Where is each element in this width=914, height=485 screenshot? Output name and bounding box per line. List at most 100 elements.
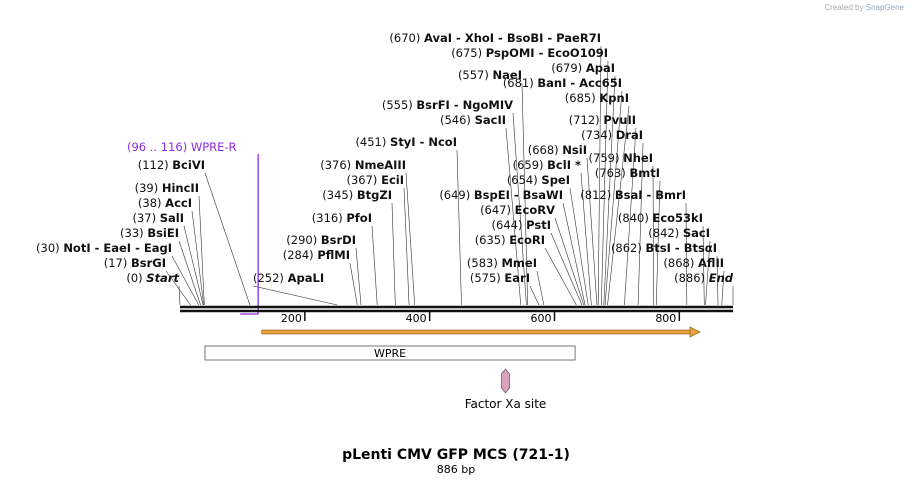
leader-pspomi-ecoo109i (601, 60, 609, 306)
enzyme-position: (649) (439, 188, 474, 202)
leader-spei (569, 187, 589, 306)
enzyme-label-styi-ncoi[interactable]: (451) StyI - NcoI (355, 135, 457, 149)
leader-sacii (505, 127, 522, 306)
enzyme-position: (840) (618, 211, 653, 225)
enzyme-position: (647) (480, 203, 515, 217)
enzyme-position: (862) (611, 241, 646, 255)
enzyme-position: (575) (470, 271, 505, 285)
enzyme-name: SacII (475, 113, 506, 127)
enzyme-name: BmtI (629, 166, 660, 180)
enzyme-position: (284) (283, 248, 318, 262)
enzyme-name: ApaI (586, 61, 615, 75)
enzyme-position: (38) (138, 196, 165, 210)
enzyme-name: NotI - EaeI - EagI (63, 241, 172, 255)
enzyme-label-nsii[interactable]: (668) NsiI (528, 143, 587, 157)
leader-drai (637, 142, 644, 306)
enzyme-label-hincii[interactable]: (39) HincII (135, 181, 199, 195)
credit-brand: SnapGene (865, 3, 904, 12)
enzyme-name: EarI (504, 271, 530, 285)
enzyme-label-bmti[interactable]: (763) BmtI (595, 166, 660, 180)
leader-sali (183, 225, 204, 306)
enzyme-label-psti[interactable]: (644) PstI (492, 218, 551, 232)
enzyme-label-naei[interactable]: (557) NaeI (458, 68, 522, 82)
enzyme-position: (345) (322, 188, 357, 202)
enzyme-position: (290) (286, 233, 321, 247)
enzyme-position: (812) (580, 188, 615, 202)
enzyme-label-start[interactable]: (0) Start (126, 271, 179, 285)
enzyme-label-nmeaiii[interactable]: (376) NmeAIII (320, 158, 406, 172)
enzyme-label-saci[interactable]: (842) SacI (648, 226, 710, 240)
enzyme-position: (635) (475, 233, 510, 247)
enzyme-label-pflmi[interactable]: (284) PflMI (283, 248, 350, 262)
enzyme-label-ecorv[interactable]: (647) EcoRV (480, 203, 555, 217)
leader-acci (191, 210, 205, 306)
enzyme-label-avai-xhoi-bsobi-paer7i[interactable]: (670) AvaI - XhoI - BsoBI - PaeR7I (389, 31, 601, 45)
ruler-tick-label: 800 (655, 312, 676, 325)
enzyme-name: BsrFI - NgoMIV (416, 98, 513, 112)
leader-styi-ncoi (456, 149, 462, 306)
enzyme-name: BciVI (172, 158, 205, 172)
enzyme-label-bsrdi[interactable]: (290) BsrDI (286, 233, 356, 247)
enzyme-label-bsai-bmri[interactable]: (812) BsaI - BmrI (580, 188, 686, 202)
enzyme-name: MmeI (501, 256, 537, 270)
enzyme-position: (376) (320, 158, 355, 172)
feature-wpre[interactable] (204, 345, 576, 361)
enzyme-label-pfoi[interactable]: (316) PfoI (312, 211, 372, 225)
ruler-tick-label: 200 (281, 312, 302, 325)
leader-aflii (721, 270, 725, 306)
enzyme-name: KpnI (599, 91, 629, 105)
enzyme-label-end[interactable]: (886) End (674, 271, 734, 285)
enzyme-label-eari[interactable]: (575) EarI (470, 271, 530, 285)
leader-avai-xhoi-bsobi-paer7i (597, 45, 602, 306)
enzyme-position: (759) (589, 151, 624, 165)
enzyme-position: (39) (135, 181, 162, 195)
enzyme-label-spei[interactable]: (654) SpeI (507, 173, 570, 187)
enzyme-label-drai[interactable]: (734) DraI (581, 128, 643, 142)
enzyme-label-aflii[interactable]: (868) AflII (663, 256, 724, 270)
enzyme-name: BsaI - BmrI (615, 188, 686, 202)
enzyme-name: PfoI (346, 211, 372, 225)
orf-bar[interactable] (261, 329, 693, 335)
enzyme-position: (583) (467, 256, 502, 270)
enzyme-label-bani-acc65i[interactable]: (681) BanI - Acc65I (503, 76, 622, 90)
enzyme-position: (112) (138, 158, 173, 172)
enzyme-position: (0) (126, 271, 146, 285)
enzyme-label-bcivi[interactable]: (112) BciVI (138, 158, 205, 172)
enzyme-label-sali[interactable]: (37) SalI (132, 211, 184, 225)
enzyme-label-pspomi-ecoo109i[interactable]: (675) PspOMI - EcoO109I (451, 46, 608, 60)
enzyme-label-btsi-btsαi[interactable]: (862) BtsI - BtsαI (611, 241, 717, 255)
enzyme-name: BspEI - BsaWI (474, 188, 563, 202)
enzyme-label-eco53ki[interactable]: (840) Eco53kI (618, 211, 703, 225)
enzyme-label-bsiei[interactable]: (33) BsiEI (120, 226, 179, 240)
enzyme-label-pvuii[interactable]: (712) PvuII (569, 113, 636, 127)
primer-label[interactable]: (96 .. 116) WPRE-R (127, 140, 237, 154)
enzyme-label-bspei-bsawi[interactable]: (649) BspEI - BsaWI (439, 188, 563, 202)
enzyme-label-bsrgi[interactable]: (17) BsrGI (104, 256, 166, 270)
leader-ecori (544, 247, 577, 306)
enzyme-name: StyI - NcoI (390, 135, 457, 149)
enzyme-label-ecori[interactable]: (635) EcoRI (475, 233, 545, 247)
enzyme-name: DraI (616, 128, 643, 142)
enzyme-position: (30) (36, 241, 63, 255)
enzyme-label-mmei[interactable]: (583) MmeI (467, 256, 537, 270)
enzyme-label-apai[interactable]: (679) ApaI (551, 61, 615, 75)
enzyme-label-bcli[interactable]: (659) BclI * (513, 158, 581, 172)
enzyme-label-btgzi[interactable]: (345) BtgZI (322, 188, 392, 202)
enzyme-label-bsrfi-ngomiv[interactable]: (555) BsrFI - NgoMIV (382, 98, 513, 112)
ruler-tick-label: 400 (406, 312, 427, 325)
feature-factor-xa-site[interactable] (501, 368, 510, 394)
enzyme-label-sacii[interactable]: (546) SacII (440, 113, 506, 127)
enzyme-label-kpni[interactable]: (685) KpnI (565, 91, 629, 105)
leader-btgzi (391, 202, 396, 306)
enzyme-label-nhei[interactable]: (759) NheI (589, 151, 653, 165)
enzyme-label-apali[interactable]: (252) ApaLI (253, 271, 324, 285)
enzyme-label-ecii[interactable]: (367) EciI (347, 173, 405, 187)
enzyme-name: Eco53kI (652, 211, 703, 225)
enzyme-leaders (165, 45, 734, 315)
enzyme-label-noti-eaei-eagi[interactable]: (30) NotI - EaeI - EagI (36, 241, 172, 255)
enzyme-label-acci[interactable]: (38) AccI (138, 196, 192, 210)
leader-bsrfi-ngomiv (512, 112, 527, 306)
enzyme-position: (451) (355, 135, 390, 149)
